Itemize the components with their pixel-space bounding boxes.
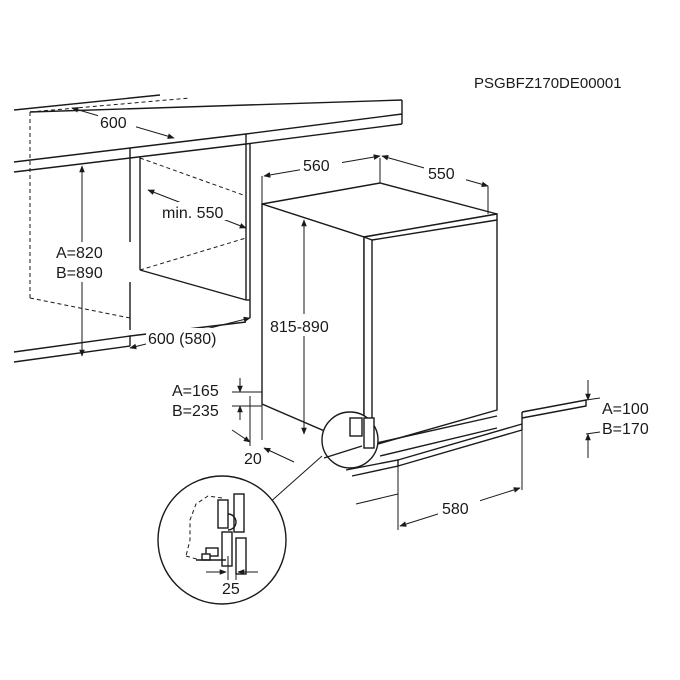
appliance-depth-label: 550 [428, 166, 455, 183]
dim-plinth-height: A=100 B=170 [585, 380, 649, 458]
product-code: PSGBFZ170DE00001 [474, 75, 622, 92]
min-depth-label: min. 550 [162, 205, 223, 222]
dim-niche-width: 600 [71, 107, 175, 139]
dim-gap: 20 [231, 429, 295, 468]
detail-callout [249, 411, 379, 521]
plinth-b-label: B=170 [602, 421, 649, 438]
detail-zoom: 25 [157, 475, 287, 605]
plinth [345, 399, 587, 505]
appliance-width-label: 560 [303, 158, 330, 175]
door-offset-b-label: B=235 [172, 403, 219, 420]
door-offset-a-label: A=165 [172, 383, 219, 400]
detail-gap-label: 25 [222, 581, 240, 598]
niche-height-b-label: B=890 [56, 265, 103, 282]
dim-appliance-height: 815-890 [268, 219, 344, 435]
dim-appliance-depth: 550 [381, 155, 489, 187]
plinth-a-label: A=100 [602, 401, 649, 418]
appliance-body [261, 158, 498, 457]
plinth-depth-label: 580 [442, 501, 469, 518]
dim-min-depth: min. 550 [147, 189, 247, 229]
dim-door-offset: A=165 B=235 [172, 378, 262, 446]
dim-niche-depth: 600 (580) [129, 316, 251, 350]
niche-depth-label: 600 (580) [148, 331, 217, 348]
dim-appliance-width: 560 [263, 154, 381, 178]
gap-label: 20 [244, 451, 262, 468]
dim-plinth-depth: 580 [397, 430, 523, 530]
dim-niche-height: A=820 B=890 [52, 165, 132, 357]
appliance-height-label: 815-890 [270, 319, 329, 336]
niche-width-label: 600 [100, 115, 127, 132]
niche-height-a-label: A=820 [56, 245, 103, 262]
